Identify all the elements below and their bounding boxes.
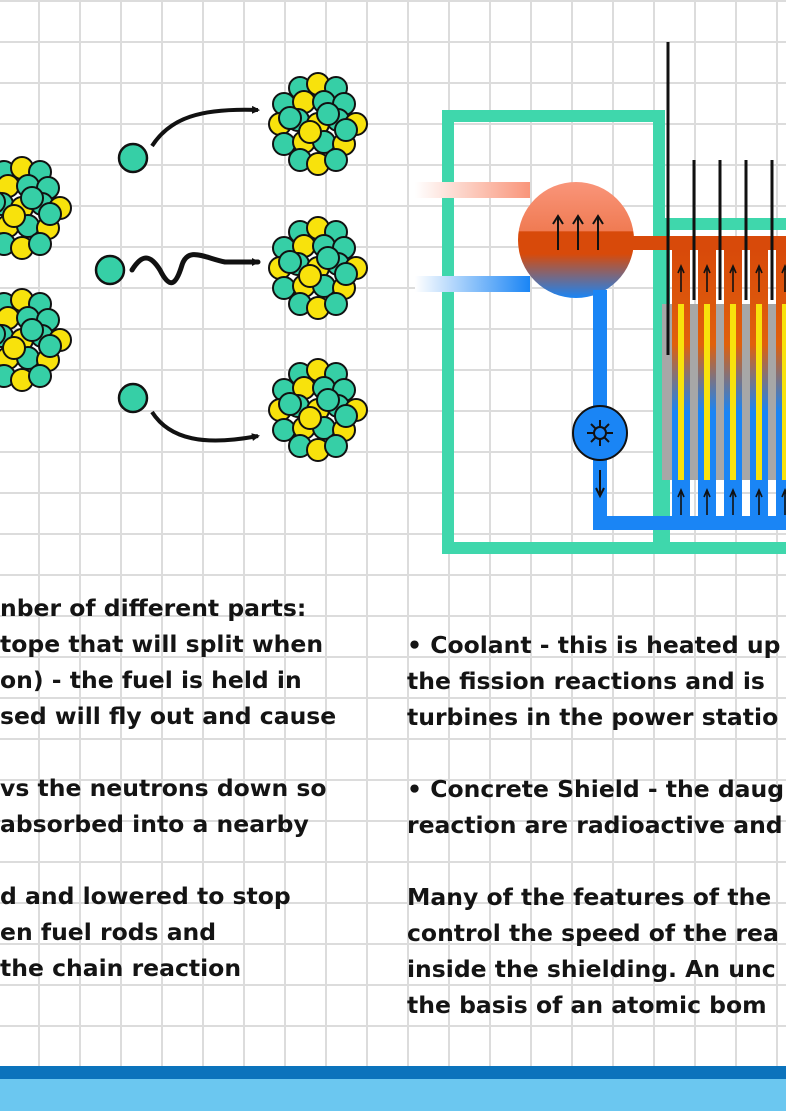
arrow-middle-wavy bbox=[129, 252, 261, 285]
right-line-5: reaction are radioactive and bbox=[407, 811, 783, 839]
heat-arrows bbox=[552, 214, 604, 250]
right-line-7: control the speed of the rea bbox=[407, 919, 779, 947]
left-line-9: the chain reaction bbox=[0, 954, 242, 982]
left-line-2: tope that will split when bbox=[0, 630, 324, 658]
incoming-neutron-middle bbox=[94, 254, 126, 286]
pump-icon bbox=[572, 405, 628, 499]
spacer bbox=[407, 843, 784, 879]
right-text-block: • Coolant - this is heated up the fissio… bbox=[407, 627, 784, 1023]
right-line-8: inside the shielding. An unc bbox=[407, 955, 776, 983]
left-line-4: sed will fly out and cause bbox=[0, 702, 337, 730]
incoming-neutron-bottom bbox=[117, 382, 149, 414]
left-line-8: en fuel rods and bbox=[0, 918, 217, 946]
right-line-6: Many of the features of the bbox=[407, 883, 772, 911]
right-line-9: the basis of an atomic bom bbox=[407, 991, 767, 1019]
right-line-1: • Coolant - this is heated up bbox=[407, 631, 781, 659]
nucleus-bottom bbox=[268, 358, 368, 462]
nucleus-left-bottom bbox=[0, 288, 72, 392]
fuel-channels bbox=[672, 250, 786, 520]
concrete-shield-left bbox=[442, 110, 665, 554]
control-rods bbox=[666, 42, 774, 355]
cold-pipe-inlet bbox=[415, 276, 530, 292]
footer-bar-light bbox=[0, 1079, 786, 1111]
arrow-top bbox=[150, 105, 260, 148]
fuel-channel bbox=[750, 250, 768, 520]
left-line-3: on) - the fuel is held in bbox=[0, 666, 302, 694]
incoming-neutron-top bbox=[117, 142, 149, 174]
hot-pipe-inlet bbox=[415, 182, 530, 198]
left-line-5: vs the neutrons down so bbox=[0, 774, 327, 802]
reactor bbox=[415, 42, 786, 554]
fuel-channel bbox=[776, 250, 786, 520]
footer-bar-dark bbox=[0, 1066, 786, 1079]
fuel-channel bbox=[724, 250, 742, 520]
right-line-4: • Concrete Shield - the daug bbox=[407, 775, 785, 803]
cold-return-pipe bbox=[593, 290, 786, 530]
nucleus-top bbox=[268, 72, 368, 176]
left-text-block: nber of different parts: tope that will … bbox=[0, 590, 336, 986]
spacer bbox=[0, 842, 336, 878]
left-line-7: d and lowered to stop bbox=[0, 882, 291, 910]
nucleus-middle bbox=[268, 216, 368, 320]
spacer bbox=[0, 734, 336, 770]
fuel-channel bbox=[672, 250, 690, 520]
right-line-2: the fission reactions and is bbox=[407, 667, 765, 695]
fission-reactor-diagram bbox=[0, 42, 786, 554]
right-line-3: turbines in the power statio bbox=[407, 703, 779, 731]
left-line-1: nber of different parts: bbox=[0, 594, 307, 622]
uranium-nuclei-right bbox=[268, 72, 368, 462]
left-line-6: absorbed into a nearby bbox=[0, 810, 309, 838]
arrow-bottom bbox=[150, 410, 260, 443]
steam-generator bbox=[518, 182, 634, 298]
fuel-channel bbox=[698, 250, 716, 520]
nucleus-left-top bbox=[0, 156, 72, 260]
uranium-nuclei-left bbox=[0, 156, 72, 392]
spacer bbox=[407, 735, 784, 771]
